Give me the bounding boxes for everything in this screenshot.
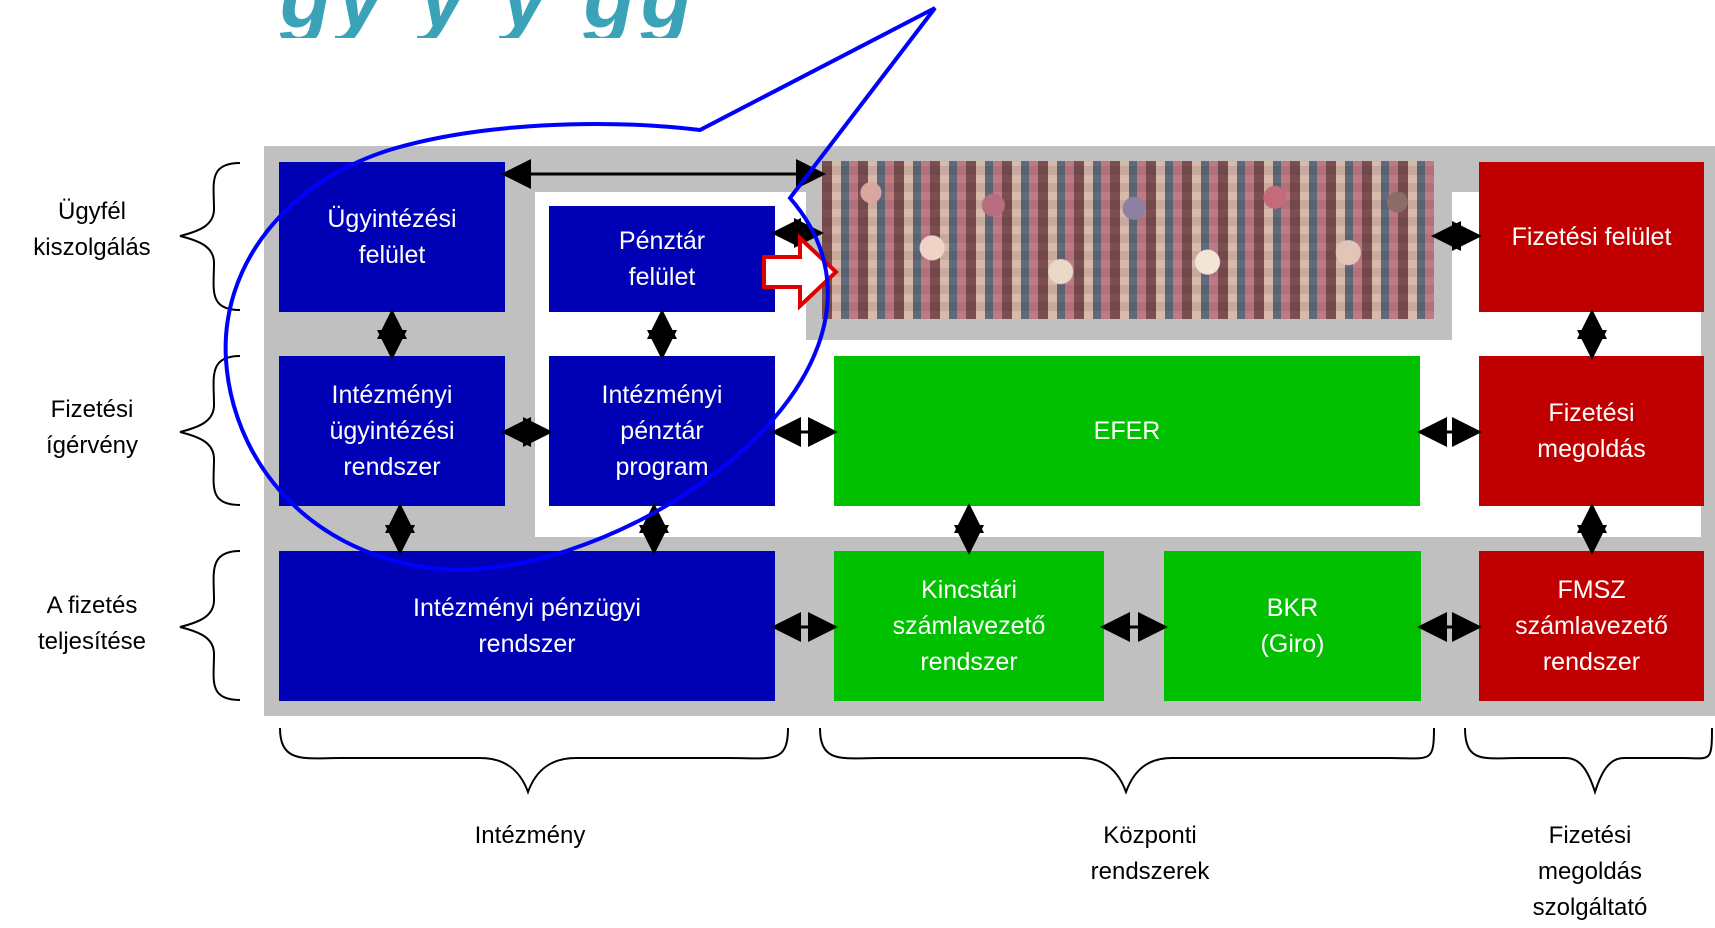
payment-solution-box: Fizetési megoldás <box>1479 356 1704 506</box>
payment-interface-box: Fizetési felület <box>1479 162 1704 312</box>
fmsz-account-system-box: FMSZ számlavezető rendszer <box>1479 551 1704 701</box>
institutional-cashier-program-box: Intézményi pénztár program <box>549 356 775 506</box>
column-label-institution: Intézmény <box>474 822 586 849</box>
page-title-fragment: gy y y gg <box>280 0 1700 38</box>
column-label-central-systems: Központi rendszerek <box>1090 822 1210 885</box>
treasury-account-system-box: Kincstári számlavezető rendszer <box>834 551 1104 701</box>
row-brace-payment-completion <box>179 550 241 701</box>
red-outline-arrow-icon <box>762 233 839 311</box>
column-brace-payment-provider <box>1464 727 1713 796</box>
cashier-interface-box: Pénztár felület <box>549 206 775 312</box>
connector-arrows <box>377 159 1607 642</box>
column-brace-central-systems <box>819 727 1435 795</box>
bkr-box: BKR (Giro) <box>1164 551 1421 701</box>
row-brace-customer-service <box>179 162 241 311</box>
institutional-case-system-box: Intézményi ügyintézési rendszer <box>279 356 505 506</box>
crowd-photo <box>822 161 1434 319</box>
efer-box: EFER <box>834 356 1420 506</box>
row-brace-payment-promise <box>179 355 241 506</box>
case-interface-box: Ügyintézési felület <box>279 162 505 312</box>
institutional-finance-system-box: Intézményi pénzügyi rendszer <box>279 551 775 701</box>
blue-callout-bubble <box>223 6 937 572</box>
column-label-payment-provider: Fizetési megoldás szolgáltató <box>1532 822 1648 921</box>
row-label-payment-promise: Fizetési ígérvény <box>45 396 139 459</box>
row-label-payment-completion: A fizetés teljesítése <box>37 592 147 655</box>
column-brace-institution <box>279 727 789 795</box>
row-label-customer-service: Ügyfél kiszolgálás <box>33 198 151 261</box>
